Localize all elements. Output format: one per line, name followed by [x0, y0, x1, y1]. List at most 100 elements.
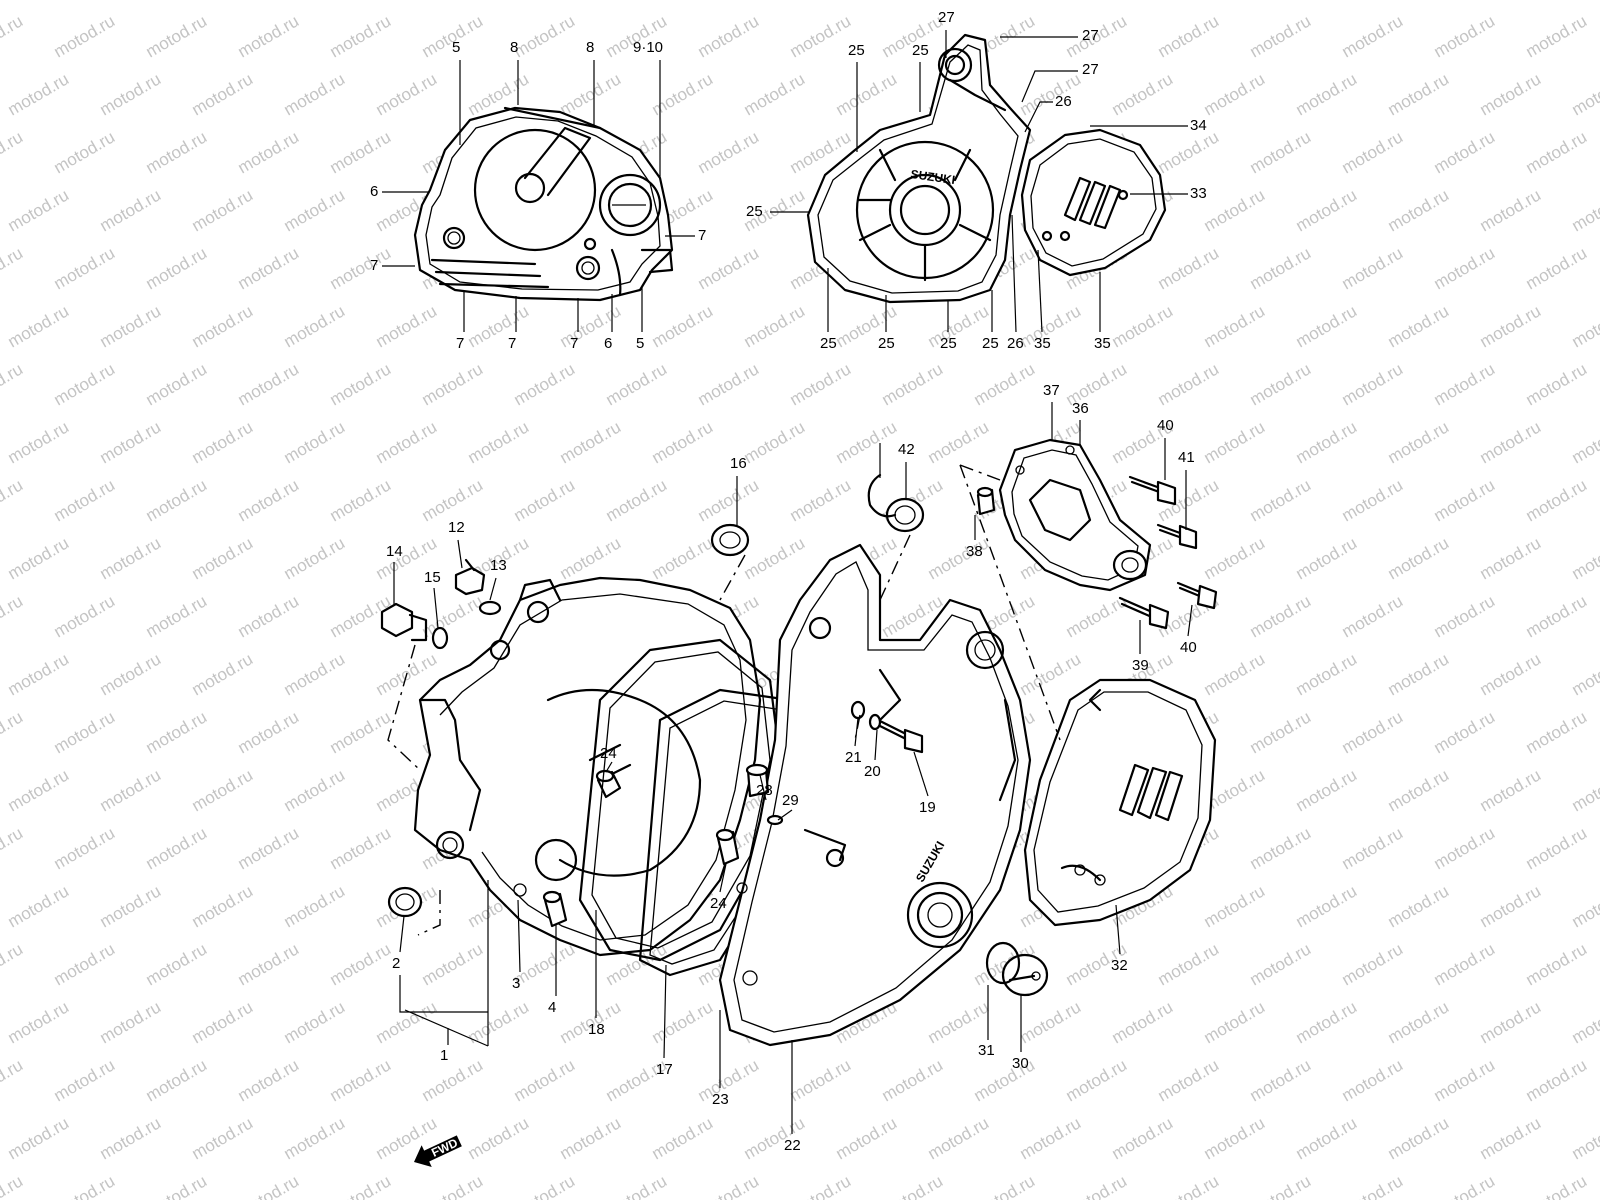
watermark-text: motod.ru	[971, 359, 1039, 409]
magneto-cover: SUZUKI	[806, 33, 1032, 304]
watermark-text: motod.ru	[1477, 765, 1545, 815]
part-callout: 41	[1178, 449, 1195, 466]
watermark-text: motod.ru	[1431, 1055, 1499, 1105]
watermark-text: motod.ru	[327, 127, 395, 177]
watermark-text: motod.ru	[1293, 69, 1361, 119]
callout-leader	[1024, 101, 1053, 133]
watermark-text: motod.ru	[373, 417, 441, 467]
watermark-text: motod.ru	[281, 301, 349, 351]
watermark-text: motod.ru	[1293, 0, 1361, 3]
watermark-text: motod.ru	[1523, 939, 1591, 989]
callout-leader	[913, 751, 929, 797]
watermark-text: motod.ru	[1523, 127, 1591, 177]
part-callout: 16	[730, 455, 747, 472]
watermark-text: motod.ru	[1477, 69, 1545, 119]
callout-leader	[1011, 214, 1017, 333]
brand-mark: SUZUKI	[910, 167, 956, 187]
watermark-text: motod.ru	[511, 1055, 579, 1105]
watermark-text: motod.ru	[741, 0, 809, 3]
watermark-text: motod.ru	[1339, 591, 1407, 641]
watermark-text: motod.ru	[143, 1055, 211, 1105]
watermark-text: motod.ru	[1339, 1171, 1407, 1200]
part-callout: 26	[1055, 93, 1072, 110]
watermark-text: motod.ru	[1201, 301, 1269, 351]
watermark-text: motod.ru	[235, 707, 303, 757]
watermark-text: motod.ru	[511, 11, 579, 61]
watermark-text: motod.ru	[1385, 417, 1453, 467]
callout-leader	[457, 539, 463, 569]
watermark-text: motod.ru	[373, 0, 441, 3]
watermark-text: motod.ru	[1477, 649, 1545, 699]
watermark-text: motod.ru	[557, 0, 625, 3]
watermark-text: motod.ru	[741, 301, 809, 351]
watermark-text: motod.ru	[5, 301, 73, 351]
bolts-38-39-40	[1118, 475, 1218, 630]
watermark-text: motod.ru	[1293, 997, 1361, 1047]
part-callout: 19	[919, 799, 936, 816]
watermark-text: motod.ru	[1431, 939, 1499, 989]
watermark-text: motod.ru	[649, 0, 717, 3]
watermark-text: motod.ru	[787, 475, 855, 525]
part-callout: 27	[1082, 61, 1099, 78]
watermark-text: motod.ru	[0, 823, 26, 873]
watermark-text: motod.ru	[1293, 649, 1361, 699]
watermark-text: motod.ru	[465, 0, 533, 3]
callout-leader	[605, 761, 613, 773]
watermark-text: motod.ru	[1385, 649, 1453, 699]
watermark-text: motod.ru	[1339, 11, 1407, 61]
watermark-text: motod.ru	[1523, 1171, 1591, 1200]
callout-leader	[1115, 904, 1121, 955]
part-callout: 26	[1007, 335, 1024, 352]
watermark-text: motod.ru	[373, 997, 441, 1047]
watermark-text: motod.ru	[143, 823, 211, 873]
part-callout: 9·10	[633, 39, 663, 56]
watermark-text: motod.ru	[5, 69, 73, 119]
watermark-text: motod.ru	[1247, 1171, 1315, 1200]
watermark-text: motod.ru	[189, 649, 257, 699]
watermark-text: motod.ru	[695, 359, 763, 409]
part-callout: 25	[820, 335, 837, 352]
watermark-text: motod.ru	[1385, 997, 1453, 1047]
part-callout: 24	[710, 895, 727, 912]
watermark-text: motod.ru	[465, 1113, 533, 1163]
part-callout: 1	[440, 1047, 448, 1064]
watermark-text: motod.ru	[143, 1171, 211, 1200]
watermark-text: motod.ru	[557, 1113, 625, 1163]
watermark-text: motod.ru	[1063, 1171, 1131, 1200]
watermark-text: motod.ru	[1201, 185, 1269, 235]
watermark-text: motod.ru	[1109, 0, 1177, 3]
watermark-text: motod.ru	[879, 359, 947, 409]
watermark-text: motod.ru	[5, 765, 73, 815]
watermark-text: motod.ru	[235, 475, 303, 525]
watermark-text: motod.ru	[327, 707, 395, 757]
watermark-text: motod.ru	[143, 127, 211, 177]
watermark-text: motod.ru	[281, 765, 349, 815]
part-callout: 15	[424, 569, 441, 586]
watermark-text: motod.ru	[327, 823, 395, 873]
part-callout: 24	[600, 745, 617, 762]
watermark-text: motod.ru	[511, 1171, 579, 1200]
watermark-text: motod.ru	[1339, 707, 1407, 757]
callout-leader	[433, 587, 439, 629]
sprocket-cover-31	[1023, 678, 1217, 927]
watermark-text: motod.ru	[281, 997, 349, 1047]
part-callout: 25	[982, 335, 999, 352]
watermark-text: motod.ru	[879, 1055, 947, 1105]
watermark-text: motod.ru	[97, 417, 165, 467]
callout-leader	[854, 717, 859, 747]
watermark-text: motod.ru	[787, 1171, 855, 1200]
watermark-text: motod.ru	[465, 417, 533, 467]
watermark-text: motod.ru	[235, 359, 303, 409]
part-callout: 32	[1111, 957, 1128, 974]
part-callout: 36	[1072, 400, 1089, 417]
watermark-text: motod.ru	[327, 359, 395, 409]
watermark-text: motod.ru	[1431, 707, 1499, 757]
watermark-text: motod.ru	[833, 417, 901, 467]
watermark-text: motod.ru	[649, 1113, 717, 1163]
watermark-text: motod.ru	[741, 533, 809, 583]
assembly-lines	[387, 464, 1061, 936]
callout-leader	[1037, 249, 1043, 333]
watermark-text: motod.ru	[1109, 69, 1177, 119]
watermark-text: motod.ru	[419, 475, 487, 525]
watermark-text: motod.ru	[649, 301, 717, 351]
